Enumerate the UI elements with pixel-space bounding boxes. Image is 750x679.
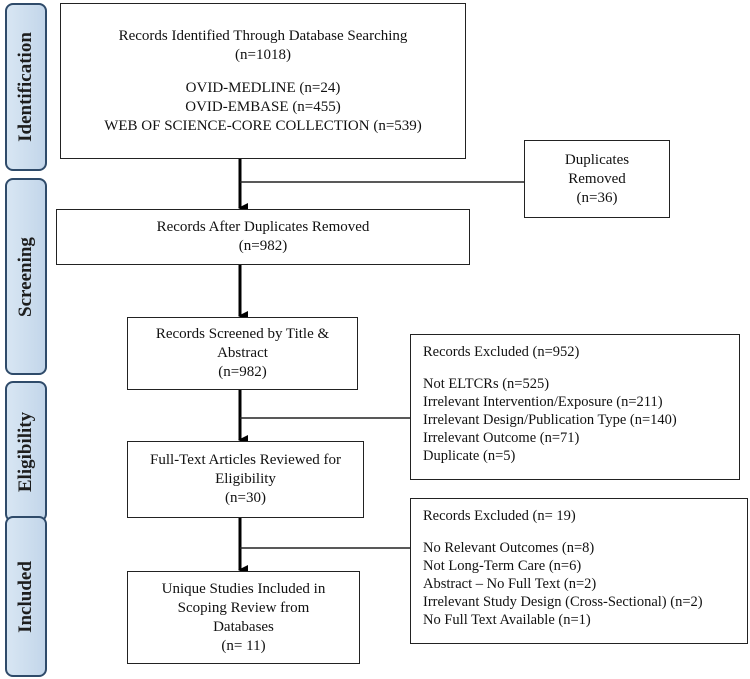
screened-box: Records Screened by Title & Abstract (n=… <box>127 317 358 390</box>
stage-eligibility: Eligibility <box>5 381 47 522</box>
excluded-1-title: Records Excluded (n=952) <box>423 344 580 360</box>
excluded-2-reason: Abstract – No Full Text (n=2) <box>423 576 597 592</box>
excluded-2-reason: Not Long-Term Care (n=6) <box>423 558 582 574</box>
identification-box: Records Identified Through Database Sear… <box>60 3 466 159</box>
duplicates-removed-box: Duplicates Removed (n=36) <box>524 140 670 218</box>
stage-identification-label: Identification <box>15 32 36 142</box>
included-line-2: Scoping Review from <box>177 599 310 616</box>
identification-source: WEB OF SCIENCE-CORE COLLECTION (n=539) <box>104 117 422 134</box>
after-duplicates-box: Records After Duplicates Removed (n=982) <box>56 209 470 265</box>
included-line-1: Unique Studies Included in <box>161 580 326 597</box>
stage-included: Included <box>5 516 47 677</box>
excluded-1-reason: Not ELTCRs (n=525) <box>423 376 550 392</box>
fulltext-box: Full-Text Articles Reviewed for Eligibil… <box>127 441 364 518</box>
screened-line-1: Records Screened by Title & <box>155 326 330 342</box>
included-count: (n= 11) <box>221 637 266 654</box>
duplicates-line-2: Removed <box>568 170 626 187</box>
excluded-1-reason: Irrelevant Design/Publication Type (n=14… <box>423 412 677 428</box>
excluded-2-title: Records Excluded (n= 19) <box>423 508 576 524</box>
duplicates-line-1: Duplicates <box>564 151 630 168</box>
identification-count: (n=1018) <box>235 46 291 63</box>
excluded-1-reason: Irrelevant Intervention/Exposure (n=211) <box>423 394 663 410</box>
excluded-2-reason: No Full Text Available (n=1) <box>423 612 591 628</box>
excluded-1-reason: Irrelevant Outcome (n=71) <box>423 430 580 446</box>
identification-source: OVID-MEDLINE (n=24) <box>185 79 341 96</box>
screened-count: (n=982) <box>218 364 267 380</box>
excluded-2-reason: No Relevant Outcomes (n=8) <box>423 540 595 556</box>
fulltext-line-2: Eligibility <box>215 471 276 487</box>
excluded-box-2: Records Excluded (n= 19) No Relevant Out… <box>410 498 748 644</box>
stage-screening: Screening <box>5 178 47 375</box>
after-duplicates-title: Records After Duplicates Removed <box>156 219 370 235</box>
stage-screening-label: Screening <box>15 236 36 317</box>
identification-title: Records Identified Through Database Sear… <box>118 27 408 44</box>
included-line-3: Databases <box>213 618 274 635</box>
excluded-1-reason: Duplicate (n=5) <box>423 448 516 464</box>
duplicates-count: (n=36) <box>576 189 618 206</box>
after-duplicates-count: (n=982) <box>238 238 288 254</box>
excluded-2-reason: Irrelevant Study Design (Cross-Sectional… <box>423 594 703 610</box>
stage-identification: Identification <box>5 3 47 171</box>
identification-source: OVID-EMBASE (n=455) <box>185 98 341 115</box>
included-box: Unique Studies Included in Scoping Revie… <box>127 571 360 664</box>
fulltext-count: (n=30) <box>225 490 266 506</box>
stage-included-label: Included <box>15 560 36 633</box>
stage-eligibility-label: Eligibility <box>15 411 36 492</box>
fulltext-line-1: Full-Text Articles Reviewed for <box>150 452 341 468</box>
screened-line-2: Abstract <box>217 345 268 361</box>
excluded-box-1: Records Excluded (n=952) Not ELTCRs (n=5… <box>410 334 740 480</box>
